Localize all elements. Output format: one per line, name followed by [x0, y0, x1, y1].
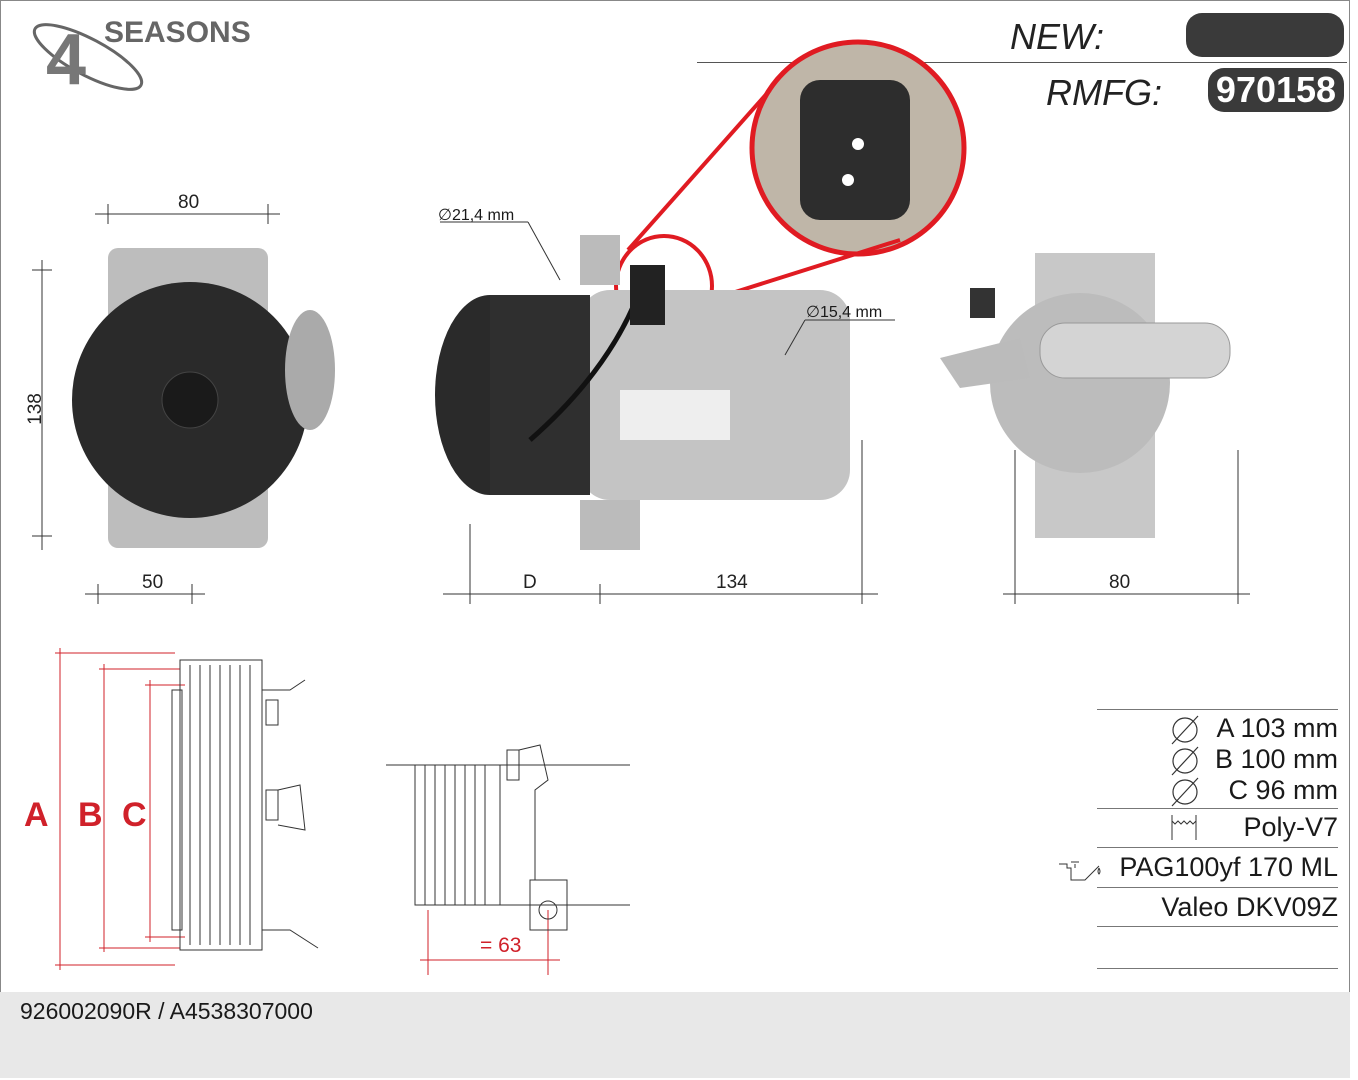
- spec-divider: [1097, 887, 1338, 888]
- poly-v-belt-icon: [1171, 815, 1197, 840]
- front-width-label: 80: [178, 192, 200, 213]
- spec-divider: [1097, 847, 1338, 848]
- brand-logo: 4 SEASONS: [28, 12, 258, 100]
- compressor-side-view: [435, 235, 850, 550]
- rear-width-label: 80: [1109, 572, 1131, 593]
- port-small-diameter: ∅15,4 mm: [806, 304, 883, 321]
- spec-diameter-a: A 103 mm: [1216, 713, 1338, 743]
- connector-zoom-callout: [614, 39, 967, 338]
- pulley-offset-label: = 63: [480, 934, 522, 957]
- pulley-label-b: B: [78, 796, 103, 834]
- oem-numbers: 926002090R / A4538307000: [20, 998, 313, 1024]
- oil-can-icon: [1059, 861, 1101, 881]
- spec-divider: [1097, 926, 1338, 927]
- port-large-diameter: ∅21,4 mm: [438, 207, 515, 224]
- spec-oil: PAG100yf 170 ML: [1119, 852, 1338, 882]
- compressor-rear-view: [940, 253, 1231, 538]
- side-d-label: D: [523, 572, 537, 593]
- diameter-icon: [1171, 715, 1199, 807]
- front-depth-label: 50: [142, 572, 164, 593]
- new-value-badge: [1186, 13, 1344, 57]
- rmfg-label: RMFG:: [1046, 72, 1162, 113]
- side-length-label: 134: [716, 572, 748, 593]
- footer-bar: 926002090R / A4538307000: [0, 992, 1350, 1078]
- logo-swoosh-icon: 4: [32, 20, 144, 100]
- logo-text: SEASONS: [104, 16, 251, 49]
- header-divider: [697, 62, 1347, 63]
- spec-diameter-c: C 96 mm: [1228, 775, 1338, 805]
- rear-dimension-lines: [1003, 450, 1250, 604]
- side-dimension-lines: [440, 221, 895, 604]
- pulley-label-a: A: [24, 796, 49, 834]
- spec-divider: [1097, 709, 1338, 710]
- spec-belt: Poly-V7: [1243, 812, 1338, 842]
- pulley-diagram: [55, 648, 630, 975]
- spec-divider: [1097, 968, 1338, 969]
- spec-diameter-b: B 100 mm: [1214, 744, 1338, 774]
- pulley-label-c: C: [122, 796, 147, 834]
- rmfg-value-badge: 970158: [1208, 68, 1344, 112]
- spec-divider: [1097, 808, 1338, 809]
- spec-model: Valeo DKV09Z: [1161, 892, 1338, 922]
- front-dimension-lines: [32, 204, 280, 604]
- compressor-front-view: [72, 248, 335, 548]
- new-label: NEW:: [1010, 16, 1104, 57]
- svg-text:4: 4: [46, 20, 86, 100]
